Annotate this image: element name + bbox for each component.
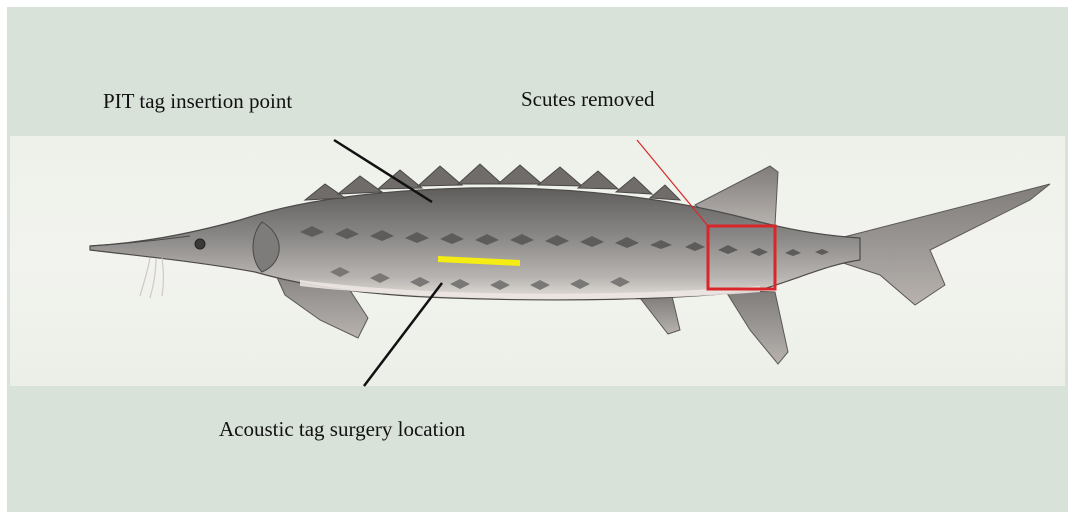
- pit-tag-label: PIT tag insertion point: [103, 91, 292, 112]
- acoustic-tag-pointer-line: [364, 283, 442, 386]
- barbels: [140, 258, 164, 298]
- acoustic-tag-label: Acoustic tag surgery location: [219, 419, 465, 440]
- pelvic-fin: [640, 296, 680, 334]
- scutes-removed-label: Scutes removed: [521, 89, 655, 110]
- anal-fin: [725, 290, 788, 364]
- caudal-fin: [840, 184, 1050, 305]
- fish-eye: [195, 239, 205, 249]
